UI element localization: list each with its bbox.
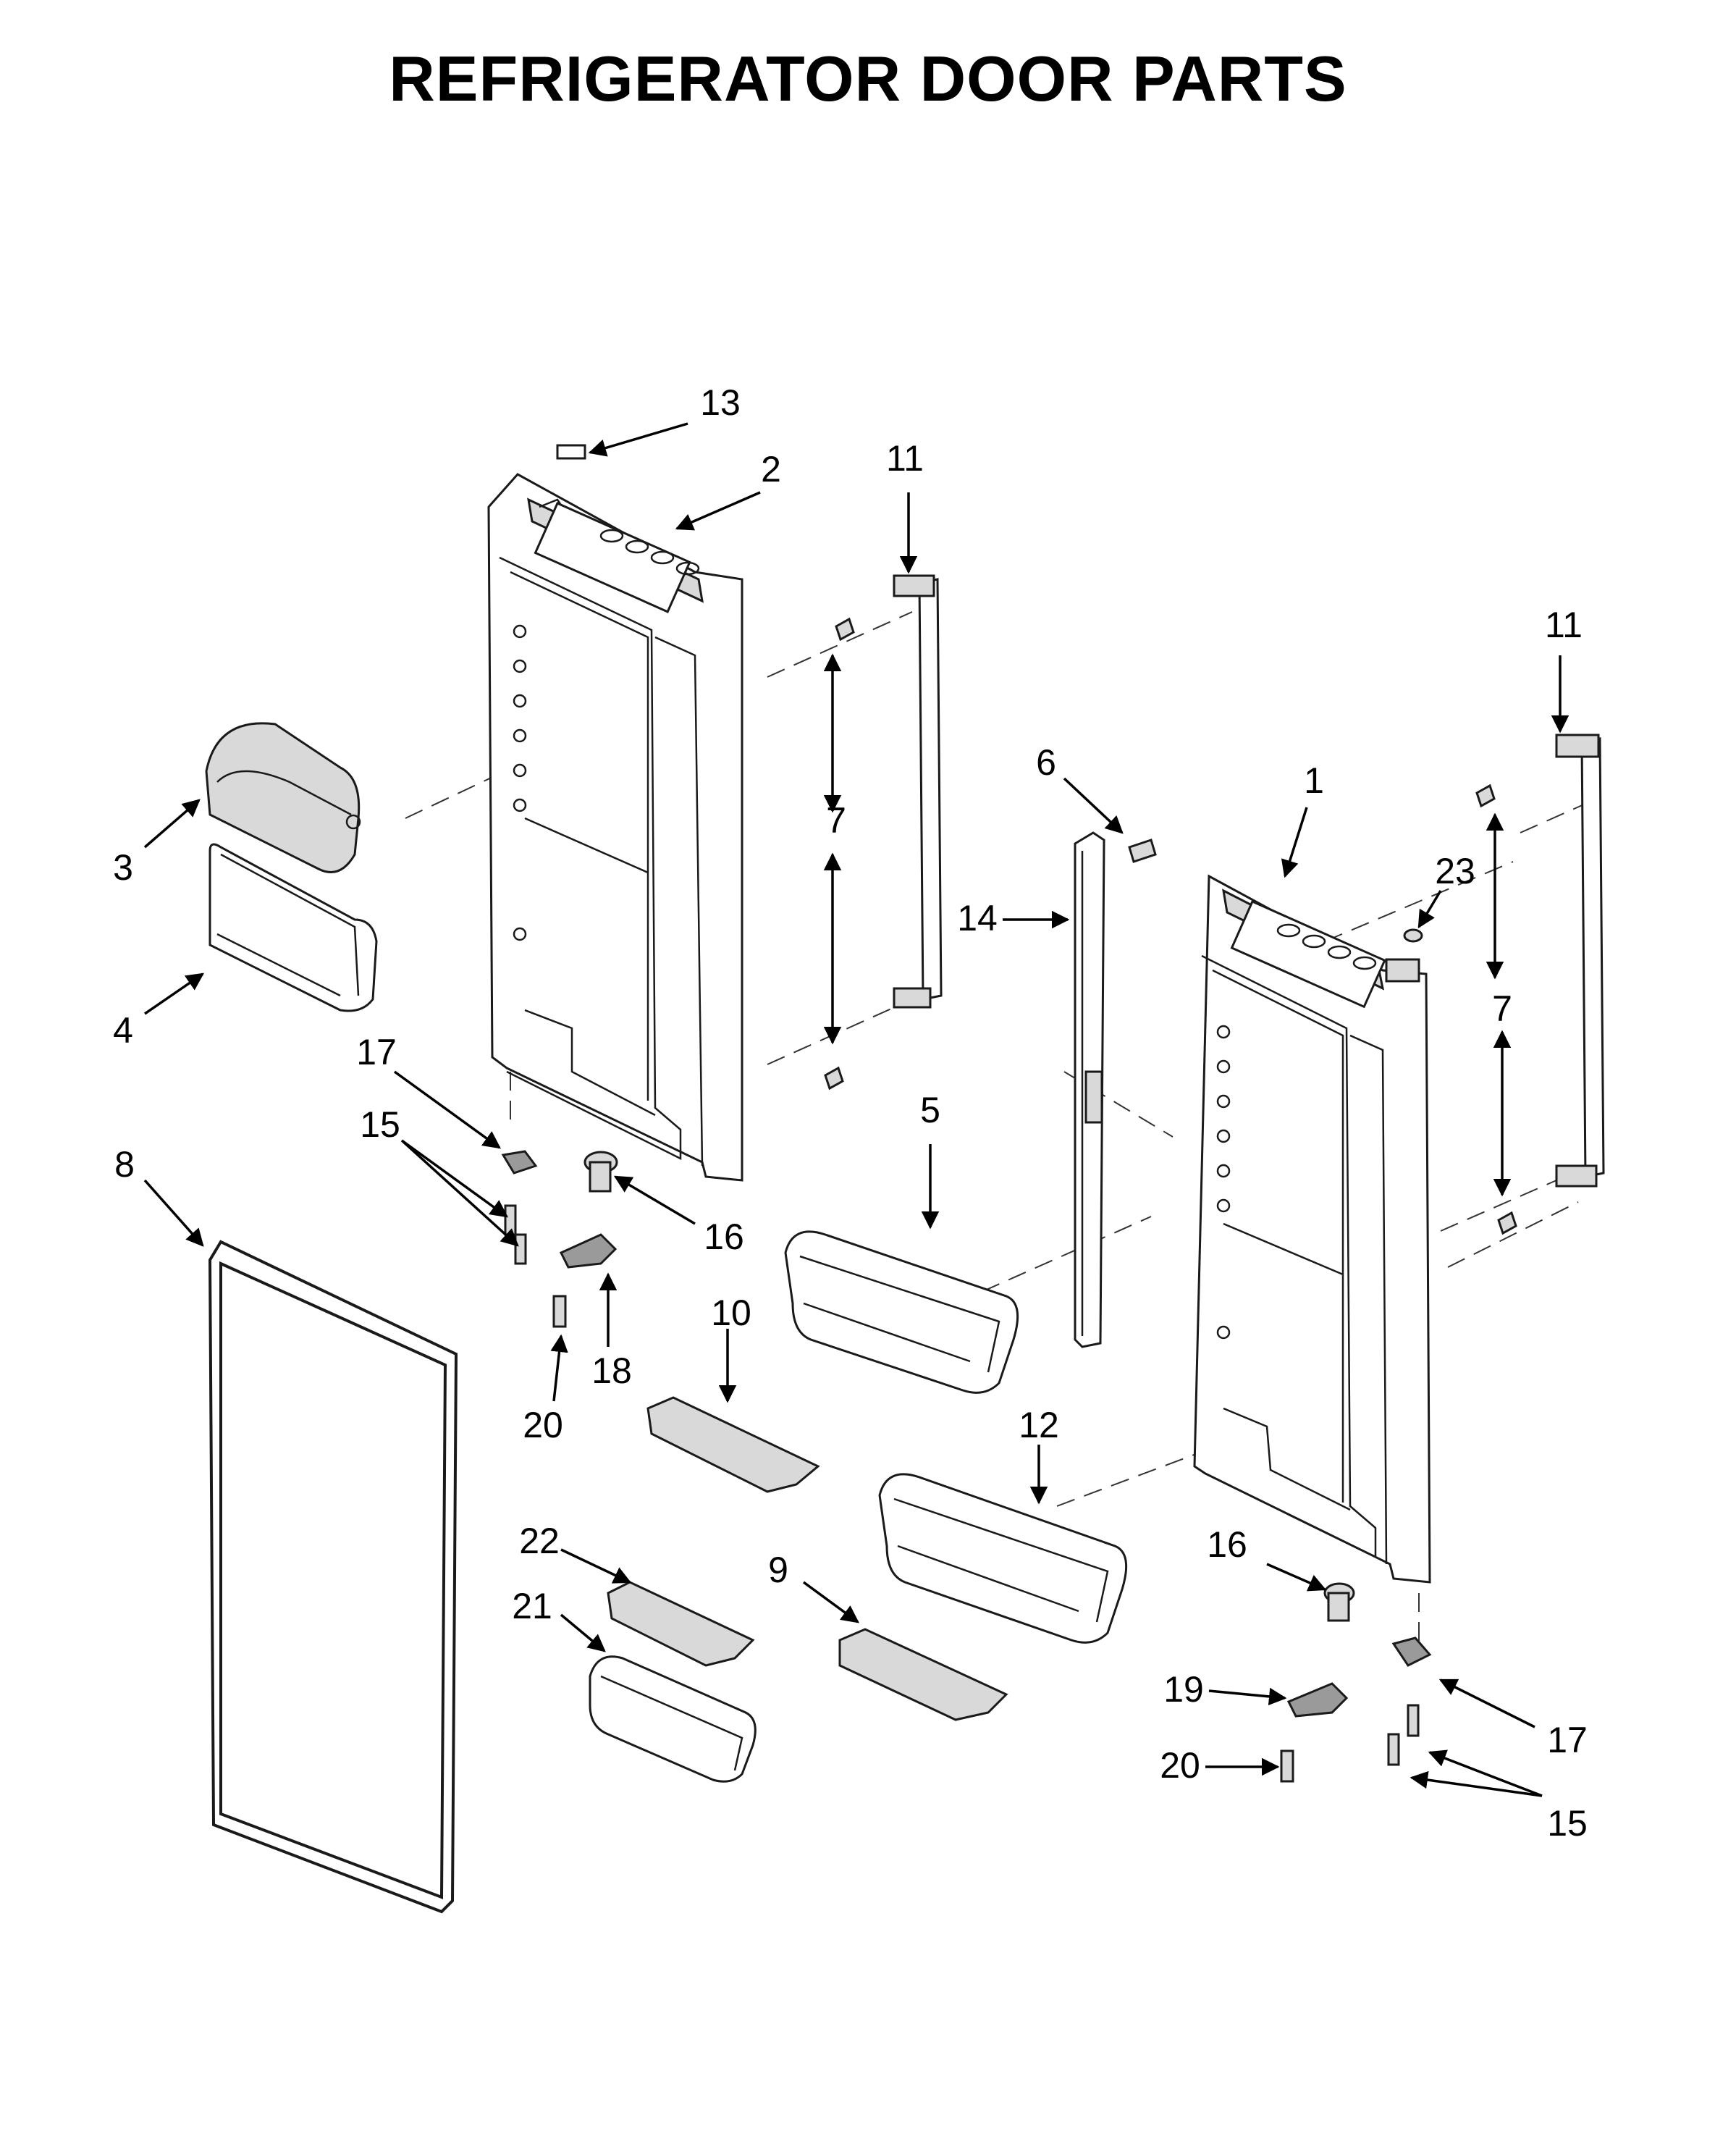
- page-title: REFRIGERATOR DOOR PARTS: [389, 43, 1347, 114]
- part-19-hinge-right: [1286, 1682, 1349, 1718]
- part-9-shelf-cover: [838, 1628, 1008, 1721]
- part-15-screw-left-a: [504, 1204, 517, 1236]
- part-21-small-bin: [589, 1655, 757, 1783]
- part-6-screw: [1128, 839, 1157, 863]
- part-23-plug: [1403, 928, 1423, 943]
- part-8-gasket: [208, 1240, 458, 1914]
- callout-5: 5: [920, 1090, 940, 1130]
- part-15-screw-right-a: [1407, 1704, 1420, 1737]
- part-22-shelf-cover: [607, 1581, 755, 1667]
- part-11-handle-right: [1555, 734, 1605, 1188]
- leader-arrows: [143, 422, 1569, 1797]
- callout-23: 23: [1435, 851, 1475, 891]
- hinge-hardware-right: [1280, 1582, 1432, 1783]
- callout-8: 8: [114, 1144, 135, 1185]
- callout-20-right: 20: [1160, 1745, 1200, 1786]
- part-20-screw-right: [1280, 1749, 1294, 1783]
- callout-15-left: 15: [360, 1104, 400, 1145]
- part-10-shelf-cover: [646, 1396, 820, 1493]
- part-20-screw-left: [552, 1295, 567, 1328]
- part-15-screw-left-b: [514, 1233, 527, 1265]
- part-17-hinge-bracket-right: [1391, 1636, 1432, 1667]
- part-5-door-bin: [784, 1230, 1019, 1394]
- callout-22: 22: [519, 1521, 560, 1561]
- callout-9: 9: [768, 1550, 788, 1590]
- callout-21: 21: [512, 1586, 552, 1626]
- callout-19: 19: [1163, 1669, 1204, 1710]
- callout-4: 4: [113, 1010, 133, 1051]
- callout-3: 3: [113, 847, 133, 888]
- callout-15-right: 15: [1547, 1803, 1588, 1844]
- callout-17-left: 17: [356, 1032, 397, 1072]
- callout-17-right: 17: [1547, 1720, 1588, 1760]
- part-15-screw-right-b: [1387, 1733, 1400, 1766]
- callout-12: 12: [1019, 1405, 1059, 1445]
- callout-18: 18: [591, 1350, 632, 1391]
- part-11-handle-left: [893, 574, 943, 1009]
- callout-6: 6: [1036, 742, 1056, 783]
- part-7-screws-left: [824, 617, 855, 1091]
- callout-7-right: 7: [1492, 988, 1512, 1029]
- hinge-hardware-left: [501, 1150, 618, 1328]
- callout-20-left: 20: [523, 1405, 563, 1445]
- part-12-door-bin: [878, 1473, 1128, 1644]
- callout-11-right: 11: [1545, 605, 1583, 645]
- callout-14: 14: [957, 898, 998, 938]
- callout-13: 13: [700, 382, 741, 423]
- part-4-dairy-bin: [208, 843, 378, 1012]
- part-13-label: [556, 444, 586, 460]
- callout-1: 1: [1304, 760, 1324, 801]
- part-2-left-door: [487, 473, 743, 1182]
- callout-2: 2: [761, 449, 781, 490]
- callout-11-left: 11: [886, 438, 924, 479]
- callout-16-left: 16: [704, 1217, 744, 1257]
- part-1-right-door: [1193, 874, 1431, 1584]
- part-17-hinge-bracket-left: [501, 1150, 538, 1175]
- callout-10: 10: [711, 1293, 751, 1333]
- callout-16-right: 16: [1207, 1524, 1247, 1565]
- callout-labels: 13 2 11 11 3 4 6 1 23 14 5 7 7 8 17 15 1…: [113, 382, 1588, 1844]
- part-7-screws-right: [1475, 783, 1517, 1235]
- part-14-flap: [1074, 831, 1105, 1348]
- callout-7-left: 7: [826, 800, 846, 841]
- part-18-hinge-left: [559, 1233, 618, 1269]
- part-3-dairy-cover: [205, 722, 361, 873]
